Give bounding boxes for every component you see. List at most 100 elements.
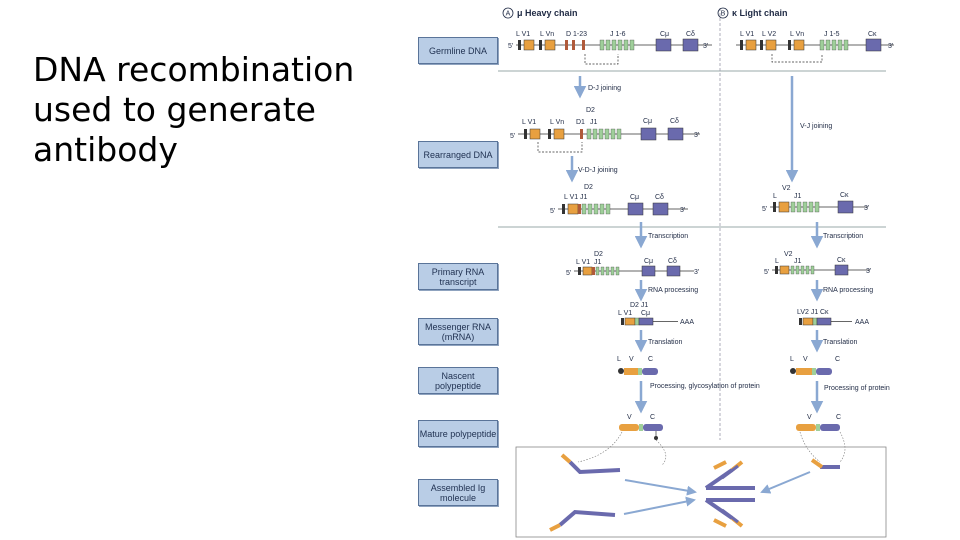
diagram-svg: A μ Heavy chain B κ Light chain 5' 3': [498, 7, 894, 538]
heavy-primary-transcript: 5' 3' D2 L V1 J1 Cμ Cδ: [566, 251, 699, 277]
svg-text:5': 5': [762, 206, 767, 213]
svg-text:V: V: [629, 356, 634, 363]
svg-text:J1: J1: [794, 193, 802, 200]
heavy-vdj-dna: 5' 3' D2 L V1 J1 Cμ Cδ: [550, 184, 688, 216]
svg-text:L Vn: L Vn: [540, 31, 554, 38]
heavy-mrna: AAA D2 J1 L V1 Cμ: [618, 302, 694, 326]
panel-heavy-header: A μ Heavy chain: [502, 7, 578, 19]
step-heavy-processing: Processing, glycosylation of protein: [650, 383, 760, 390]
heavy-germline-dna: 5' 3' L V1 L Vn D 1-23 J 1-6 Cμ Cδ: [508, 31, 712, 65]
svg-text:Cμ: Cμ: [641, 310, 650, 317]
svg-text:μ Heavy chain: μ Heavy chain: [517, 8, 578, 18]
heavy-mature-polypeptide: V C: [619, 414, 663, 440]
light-nascent-polypeptide: L V C: [790, 356, 840, 375]
svg-text:J1: J1: [590, 119, 598, 126]
svg-text:κ Light chain: κ Light chain: [732, 8, 788, 18]
step-light-processing: Processing of protein: [824, 385, 890, 392]
svg-text:L V1: L V1: [564, 194, 578, 201]
svg-text:C: C: [650, 414, 655, 421]
svg-text:A: A: [506, 11, 511, 18]
light-mature-polypeptide: V C: [796, 414, 841, 431]
svg-text:LV2 J1: LV2 J1: [797, 309, 818, 316]
step-vdj-joining: V-D-J joining: [578, 167, 618, 174]
step-light-rna-processing: RNA processing: [823, 287, 873, 294]
svg-text:5': 5': [510, 133, 515, 140]
stage-label-nascent-polypeptide: Nascent polypeptide: [418, 367, 498, 394]
svg-text:L V1: L V1: [740, 31, 754, 38]
light-mrna: AAA LV2 J1 Cκ: [797, 309, 869, 326]
svg-text:5': 5': [550, 208, 555, 215]
step-heavy-translation: Translation: [648, 339, 682, 346]
svg-text:Cκ: Cκ: [837, 257, 846, 264]
svg-text:D1: D1: [576, 119, 585, 126]
svg-text:Cδ: Cδ: [670, 118, 679, 125]
svg-text:J 1-5: J 1-5: [824, 31, 840, 38]
assembled-ig-box: [515, 431, 887, 538]
stage-label-mature-polypeptide: Mature polypeptide: [418, 420, 498, 447]
step-light-translation: Translation: [823, 339, 857, 346]
step-dj-joining: D-J joining: [588, 85, 621, 92]
stage-label-primary-rna: Primary RNA transcript: [418, 263, 498, 290]
svg-text:Cμ: Cμ: [660, 31, 669, 38]
svg-text:V: V: [803, 356, 808, 363]
svg-text:3': 3': [864, 205, 869, 212]
light-germline-dna: 3' L V1 L V2 L Vn J 1-5 Cκ: [736, 31, 894, 63]
light-primary-transcript: 5' 3' V2 L J1 Cκ: [764, 251, 871, 276]
svg-text:Cκ: Cκ: [820, 309, 829, 316]
svg-text:L: L: [773, 193, 777, 200]
svg-text:3': 3': [888, 43, 893, 50]
step-vj-joining: V-J joining: [800, 123, 832, 130]
svg-text:L V1: L V1: [576, 259, 590, 266]
svg-text:D2: D2: [594, 251, 603, 258]
stage-label-mrna: Messenger RNA (mRNA): [418, 318, 498, 345]
svg-text:L Vn: L Vn: [550, 119, 564, 126]
svg-text:C: C: [835, 356, 840, 363]
svg-text:3': 3': [680, 207, 685, 214]
svg-text:J1: J1: [580, 194, 588, 201]
svg-text:V2: V2: [784, 251, 793, 258]
svg-text:L Vn: L Vn: [790, 31, 804, 38]
svg-text:Cκ: Cκ: [840, 192, 849, 199]
svg-text:D2: D2: [584, 184, 593, 191]
svg-text:Cμ: Cμ: [643, 118, 652, 125]
svg-text:C: C: [648, 356, 653, 363]
svg-text:J 1-6: J 1-6: [610, 31, 626, 38]
svg-text:AAA: AAA: [855, 319, 869, 326]
svg-text:J1: J1: [794, 258, 802, 265]
svg-text:V: V: [627, 414, 632, 421]
svg-text:L V2: L V2: [762, 31, 776, 38]
svg-text:C: C: [836, 414, 841, 421]
slide-title: DNA recombination used to generate antib…: [33, 50, 355, 169]
svg-text:D2: D2: [586, 107, 595, 114]
svg-text:5': 5': [566, 270, 571, 277]
svg-text:D 1-23: D 1-23: [566, 31, 587, 38]
panel-light-header: B κ Light chain: [717, 7, 788, 19]
heavy-rearranged-dna: 5' 3' D2 L V1 L Vn D1 J1 Cμ Cδ: [510, 107, 700, 153]
svg-text:AAA: AAA: [680, 319, 694, 326]
antibody-recombination-figure: Germline DNA Rearranged DNA Primary RNA …: [410, 0, 960, 540]
svg-text:L V1: L V1: [516, 31, 530, 38]
svg-text:V2: V2: [782, 185, 791, 192]
svg-text:V: V: [807, 414, 812, 421]
svg-text:5': 5': [764, 269, 769, 276]
svg-text:Cδ: Cδ: [655, 194, 664, 201]
step-light-transcription: Transcription: [823, 233, 863, 240]
svg-text:L V1: L V1: [522, 119, 536, 126]
step-heavy-transcription: Transcription: [648, 233, 688, 240]
svg-text:L: L: [617, 356, 621, 363]
svg-text:B: B: [721, 11, 726, 18]
step-heavy-rna-processing: RNA processing: [648, 287, 698, 294]
svg-text:L: L: [775, 258, 779, 265]
light-rearranged-dna: 5' 3' V2 L J1 Cκ: [762, 185, 869, 214]
svg-text:Cμ: Cμ: [630, 194, 639, 201]
svg-text:D2 J1: D2 J1: [630, 302, 648, 309]
svg-text:3': 3': [703, 43, 708, 50]
stage-label-rearranged-dna: Rearranged DNA: [418, 141, 498, 168]
stage-label-germline-dna: Germline DNA: [418, 37, 498, 64]
svg-text:3': 3': [694, 132, 699, 139]
svg-text:3': 3': [866, 268, 871, 275]
svg-text:Cδ: Cδ: [686, 31, 695, 38]
svg-text:Cδ: Cδ: [668, 258, 677, 265]
svg-text:Cμ: Cμ: [644, 258, 653, 265]
svg-text:5': 5': [508, 43, 513, 50]
